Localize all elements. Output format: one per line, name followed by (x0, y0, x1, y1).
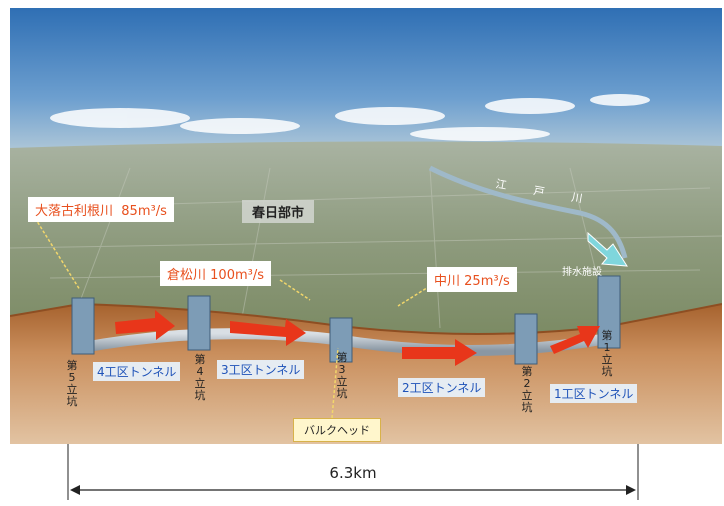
inflow-name: 倉松川 (167, 268, 207, 283)
tunnel-label-2: 2工区トンネル (398, 378, 486, 397)
inflow-label-kuramatsu: 倉松川 100m³/s (160, 261, 271, 286)
scene-graphic (9, 8, 723, 444)
shaft-label-4: 第4立坑 (194, 353, 206, 402)
river-channel (428, 165, 628, 259)
inflow-name: 大落古利根川 (35, 204, 114, 219)
distance-label: 6.3km (329, 464, 376, 482)
bulkhead-label: バルクヘッド (293, 418, 381, 442)
tunnel-label-1: 1工区トンネル (550, 384, 638, 403)
flow-arrows (115, 310, 600, 366)
inflow-label-naka: 中川 25m³/s (427, 267, 517, 292)
shaft-label-3: 第3立坑 (336, 351, 348, 400)
inflow-label-ootoshifurutone: 大落古利根川 85m³/s (28, 197, 174, 222)
aerial-illustration: 大落古利根川 85m³/s 倉松川 100m³/s 中川 25m³/s 春日部市… (9, 8, 723, 444)
leader-lines (34, 217, 431, 419)
facility-label: 排水施設 (562, 267, 602, 278)
inflow-flow: 85m³/s (121, 204, 167, 219)
inflow-flow: 100m³/s (210, 268, 264, 283)
shaft-label-5: 第5立坑 (66, 359, 78, 408)
outlet-arrow (587, 231, 628, 267)
land (10, 141, 722, 338)
shaft-structures (71, 275, 621, 365)
city-label: 春日部市 (242, 200, 315, 223)
tunnel-label-4: 4工区トンネル (93, 362, 181, 381)
inflow-name: 中川 (434, 274, 461, 289)
dimension-arrow-left (70, 485, 80, 495)
dimension-arrow-right (626, 485, 636, 495)
inflow-flow: 25m³/s (464, 274, 510, 289)
clouds (50, 94, 650, 141)
sky (10, 8, 722, 158)
tunnel-label-3: 3工区トンネル (217, 360, 305, 379)
shaft-label-1: 第1立坑 (601, 329, 613, 378)
shaft-label-2: 第2立坑 (521, 365, 533, 414)
